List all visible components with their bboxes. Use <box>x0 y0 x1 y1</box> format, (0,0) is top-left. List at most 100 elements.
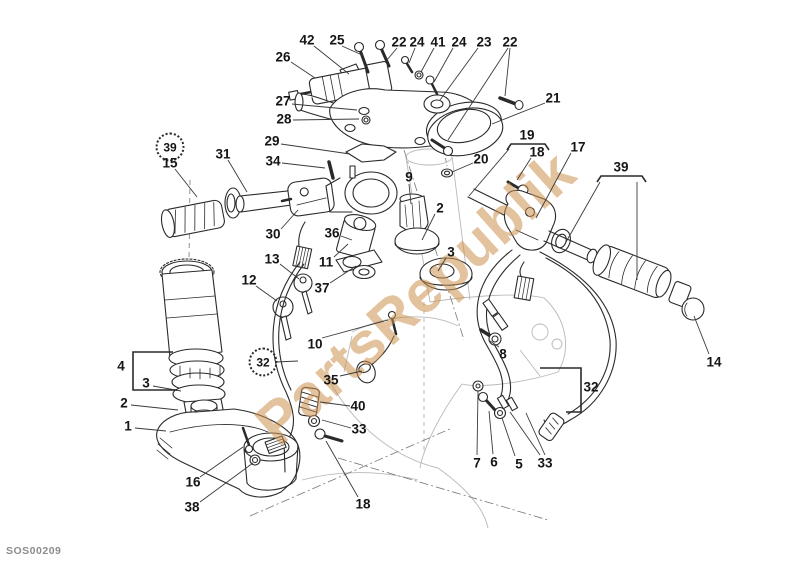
leader-line <box>504 47 511 97</box>
callout-3: 3 <box>142 375 150 391</box>
ignition-sub-parts <box>335 214 383 280</box>
callout-2: 2 <box>436 200 444 216</box>
leader-line <box>525 412 546 456</box>
leader-line <box>255 285 278 302</box>
leader-line <box>491 102 546 125</box>
callout-39: 39 <box>613 159 629 175</box>
leader-line <box>501 417 516 457</box>
callout-19: 19 <box>519 127 535 143</box>
callout-23: 23 <box>476 34 492 50</box>
callout-11: 11 <box>318 254 334 270</box>
leader-line <box>488 410 494 455</box>
callout-27: 27 <box>275 93 291 109</box>
leader-line <box>341 45 363 56</box>
sensor-and-hardware <box>356 310 507 420</box>
ignition-switch <box>394 193 473 291</box>
leader-line <box>321 419 352 429</box>
leader-line <box>325 440 359 498</box>
callout-13: 13 <box>264 251 280 267</box>
callout-25: 25 <box>329 32 345 48</box>
leader-line <box>535 152 572 219</box>
leader-line <box>275 360 299 363</box>
leader-line <box>319 401 351 407</box>
callout-29: 29 <box>264 133 280 149</box>
callout-3: 3 <box>447 244 455 260</box>
callout-37: 37 <box>314 280 330 296</box>
callout-20: 20 <box>473 151 489 167</box>
leader-line <box>280 143 351 155</box>
callout-39: 39 <box>155 132 185 162</box>
leader-line <box>693 315 710 355</box>
callout-9: 9 <box>405 169 413 185</box>
leader-line <box>290 61 316 79</box>
left-connector <box>292 221 313 270</box>
callout-35: 35 <box>323 372 339 388</box>
callout-30: 30 <box>265 226 281 242</box>
callout-10: 10 <box>307 336 323 352</box>
leader-line <box>340 235 353 241</box>
top-triple-clamp <box>294 88 504 157</box>
leader-line <box>174 168 198 198</box>
leader-line <box>451 162 474 173</box>
callout-1: 1 <box>124 418 132 434</box>
callout-7: 7 <box>473 455 481 471</box>
callout-32: 32 <box>583 379 599 395</box>
callout-38: 38 <box>184 499 200 515</box>
callout-36: 36 <box>324 225 340 241</box>
leader-line <box>329 265 357 284</box>
leader-line <box>386 47 398 61</box>
callout-18: 18 <box>529 144 545 160</box>
leader-line <box>509 411 541 456</box>
leader-line <box>420 47 435 73</box>
leader-line <box>280 209 299 230</box>
leader-line <box>130 404 179 411</box>
callout-2: 2 <box>120 395 128 411</box>
callout-26: 26 <box>275 49 291 65</box>
callout-21: 21 <box>545 90 561 106</box>
callout-34: 34 <box>265 153 281 169</box>
leader-line <box>439 47 479 101</box>
leader-line <box>489 340 500 348</box>
leader-line <box>333 243 349 258</box>
callout-14: 14 <box>706 354 722 370</box>
leader-line <box>292 118 360 121</box>
callout-33: 33 <box>351 421 367 437</box>
leader-line <box>516 157 532 181</box>
callout-22: 22 <box>502 34 518 50</box>
left-handlebar <box>160 165 398 238</box>
callout-6: 6 <box>490 454 498 470</box>
callout-15: 15 <box>162 155 178 171</box>
cables <box>264 249 617 454</box>
callout-17: 17 <box>570 139 586 155</box>
callout-18: 18 <box>355 496 371 512</box>
callout-22: 22 <box>391 34 407 50</box>
leader-line <box>227 159 248 193</box>
callout-8: 8 <box>499 346 507 362</box>
leader-line <box>134 427 167 432</box>
leader-line <box>313 45 350 75</box>
leader-line <box>476 390 479 456</box>
callout-24: 24 <box>451 34 467 50</box>
leader-line <box>468 148 510 197</box>
callout-28: 28 <box>276 111 292 127</box>
image-code: SOS00209 <box>6 545 62 557</box>
callout-12: 12 <box>241 272 257 288</box>
callout-33: 33 <box>537 455 553 471</box>
callout-42: 42 <box>299 32 315 48</box>
callout-bracket <box>596 175 647 183</box>
leader-line <box>447 47 509 141</box>
fasteners-top <box>327 39 529 196</box>
callout-40: 40 <box>350 398 366 414</box>
callout-24: 24 <box>409 34 425 50</box>
leader-line <box>433 47 454 83</box>
leader-line <box>321 319 389 339</box>
leader-line <box>408 183 412 205</box>
callout-16: 16 <box>185 474 201 490</box>
callout-32: 32 <box>248 347 278 377</box>
